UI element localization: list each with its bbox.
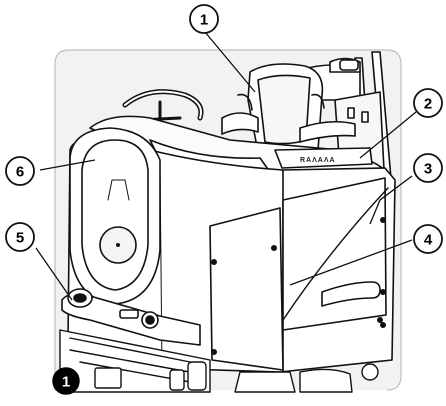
frame-border [54,49,402,391]
leader-line-1 [204,31,256,93]
console-top: RAΛAΛA [89,115,386,181]
callout-5-label: 5 [16,230,24,247]
callout-3-label: 3 [424,161,432,178]
callout-1-inverse-label: 1 [62,374,70,391]
side-panel-lower [209,207,284,371]
callout-6-label: 6 [16,164,24,181]
callout-2: 2 [413,88,443,118]
leader-line-3 [369,175,413,225]
leader-line-5 [35,247,73,301]
callout-1-label: 1 [200,12,208,29]
callout-2-label: 2 [424,96,432,113]
side-hose [282,187,389,321]
leader-line-6 [39,159,96,171]
callout-1-inverse: 1 [52,367,80,395]
leader-lines [35,31,417,301]
callout-3: 3 [413,153,443,183]
side-panel-right [282,177,387,331]
front-bumper [61,288,201,346]
callout-5: 5 [5,222,35,252]
leader-line-2 [359,111,417,159]
callout-6: 6 [5,156,35,186]
machine-lineart: RAΛAΛA [59,51,396,393]
front-nose [69,127,161,305]
callout-4-label: 4 [424,232,433,249]
callout-1: 1 [189,4,219,34]
lower-chassis [59,317,383,393]
brand-plate: RAΛAΛA [300,157,336,164]
leader-line-4 [289,239,413,286]
callout-4: 4 [413,224,443,254]
